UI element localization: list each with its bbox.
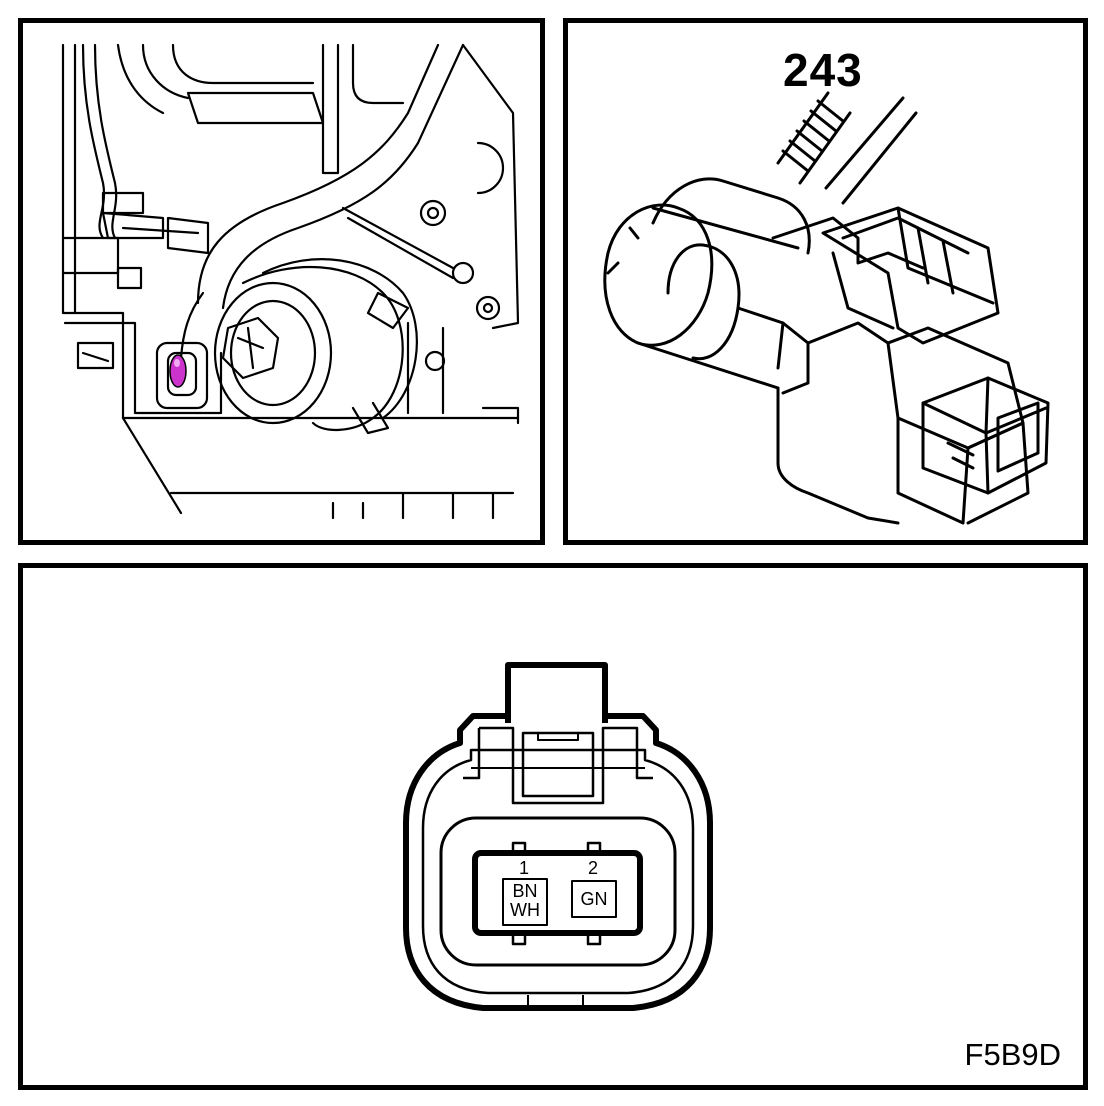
part-number-label: 243 [783,44,863,96]
connector-illustration [603,91,1050,525]
sensor-highlight [169,354,187,388]
connector-view-panel: 243 [563,18,1088,545]
figure-code: F5B9D [964,1037,1061,1072]
pin-1-wire-line: BN [512,881,538,901]
pin-1-wire-line: WH [510,900,540,920]
connector-face-panel: 1 2 BN WH GN F5B9D [18,563,1088,1090]
pin-1-number: 1 [519,858,530,878]
engine-view-panel [18,18,545,545]
pin-2-number: 2 [588,858,599,878]
pin-2-wire-line: GN [580,889,608,909]
pin-2-wire-code: GN [572,890,616,909]
engine-illustration [61,43,520,520]
connector-face-diagram [403,662,713,1011]
pin-1-wire-code: BN WH [503,882,547,920]
